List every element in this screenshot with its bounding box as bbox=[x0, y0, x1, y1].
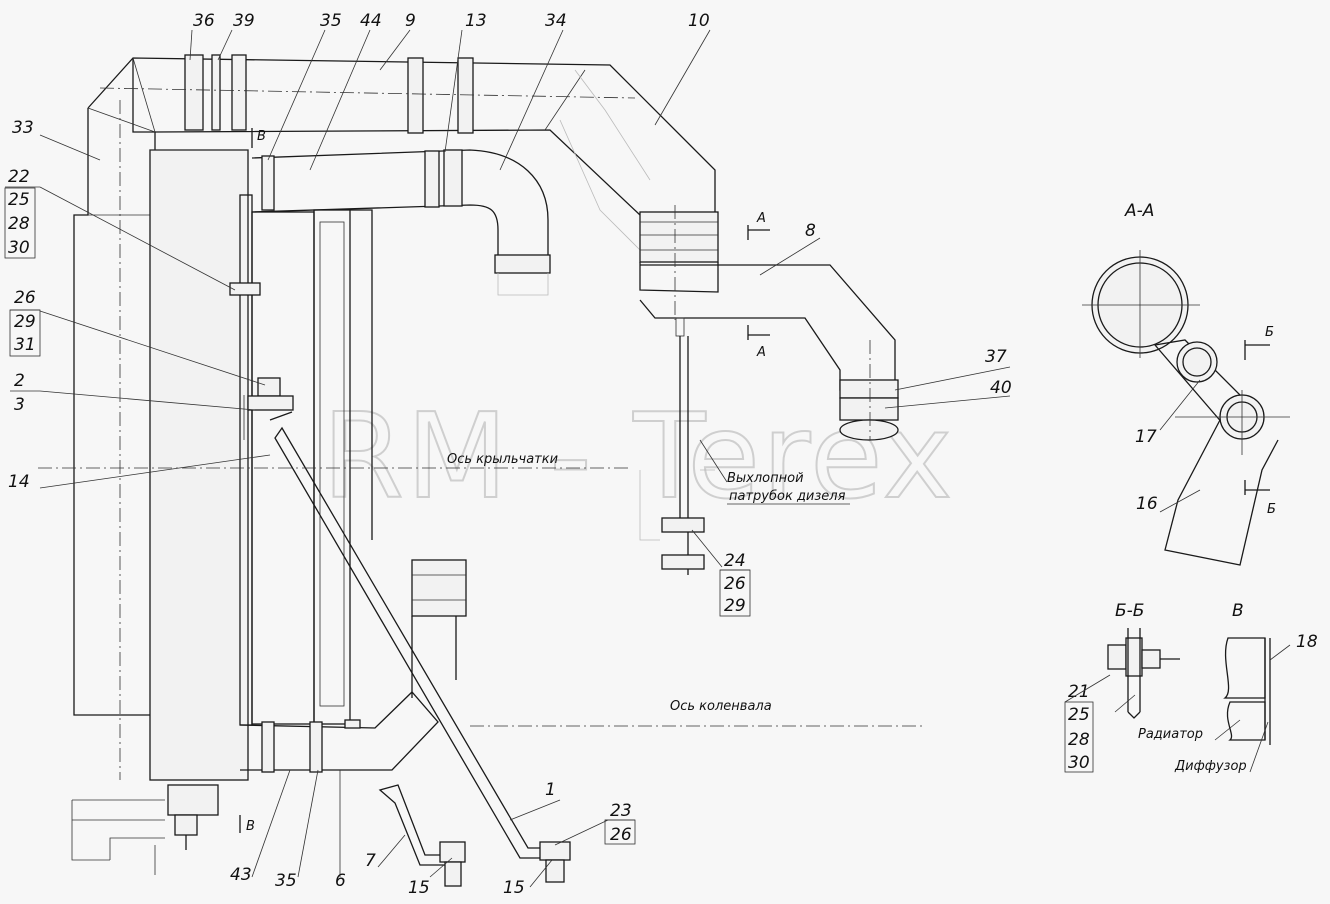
exhaust-note: Выхлопной патрубок дизеля bbox=[699, 439, 850, 505]
fan-axis-label: Ось крыльчатки bbox=[447, 452, 558, 467]
svg-text:Б-Б: Б-Б bbox=[1115, 601, 1144, 621]
svg-text:22: 22 bbox=[8, 167, 30, 187]
callout-9: 9 bbox=[405, 11, 416, 31]
callout-39: 39 bbox=[233, 11, 255, 31]
svg-text:26: 26 bbox=[14, 288, 36, 308]
svg-text:24: 24 bbox=[724, 551, 746, 571]
callout-35-lower: 35 bbox=[275, 871, 297, 891]
callout-15-right: 15 bbox=[503, 878, 525, 898]
callout-2: 2 bbox=[14, 371, 25, 391]
svg-text:29: 29 bbox=[14, 312, 36, 332]
svg-text:А-А: А-А bbox=[1124, 201, 1154, 221]
view-mark-v-top: В bbox=[251, 128, 266, 148]
svg-text:29: 29 bbox=[724, 596, 746, 616]
svg-text:31: 31 bbox=[14, 335, 36, 355]
svg-text:21: 21 bbox=[1068, 682, 1090, 702]
callout-6: 6 bbox=[335, 871, 346, 891]
stack-24: 24 26 29 bbox=[719, 551, 751, 617]
svg-text:30: 30 bbox=[1068, 753, 1090, 773]
callout-10: 10 bbox=[688, 11, 710, 31]
callout-17: 17 bbox=[1135, 427, 1157, 447]
upper-pipe bbox=[87, 54, 719, 293]
callout-labels: 36 39 35 44 9 13 34 10 33 8 37 40 2 3 14… bbox=[8, 11, 1012, 898]
middle-pipe bbox=[251, 149, 551, 296]
stack-26: 26 29 31 bbox=[9, 288, 41, 357]
callout-16: 16 bbox=[1136, 494, 1158, 514]
svg-text:Б: Б bbox=[1265, 325, 1274, 340]
stack-23: 23 26 bbox=[604, 801, 636, 845]
callout-44: 44 bbox=[360, 11, 382, 31]
svg-text:А: А bbox=[756, 345, 766, 360]
radiator-label: Радиатор bbox=[1138, 727, 1203, 742]
svg-text:В: В bbox=[257, 129, 266, 144]
callout-36: 36 bbox=[193, 11, 215, 31]
svg-text:В: В bbox=[1232, 601, 1244, 621]
callout-37: 37 bbox=[985, 347, 1007, 367]
diffuser-label: Диффузор bbox=[1174, 759, 1247, 774]
svg-text:28: 28 bbox=[8, 214, 30, 234]
callout-18: 18 bbox=[1296, 632, 1318, 652]
svg-text:А: А bbox=[756, 211, 766, 226]
svg-text:28: 28 bbox=[1068, 730, 1090, 750]
svg-text:25: 25 bbox=[1068, 705, 1090, 725]
svg-text:Выхлопной: Выхлопной bbox=[727, 471, 804, 486]
callout-15-left: 15 bbox=[408, 878, 430, 898]
callout-3: 3 bbox=[14, 395, 25, 415]
svg-text:30: 30 bbox=[8, 238, 30, 258]
section-b-b: Б-Б 21 25 28 30 bbox=[1064, 601, 1180, 773]
callout-1: 1 bbox=[545, 780, 556, 800]
view-v: В 18 Радиатор Диффузор bbox=[1138, 601, 1318, 774]
section-mark-a: А А bbox=[747, 211, 770, 360]
lower-pipe bbox=[239, 559, 467, 773]
svg-text:25: 25 bbox=[8, 190, 30, 210]
svg-text:23: 23 bbox=[610, 801, 632, 821]
svg-text:Б: Б bbox=[1267, 502, 1276, 517]
svg-text:26: 26 bbox=[724, 574, 746, 594]
view-mark-v-bottom: В bbox=[239, 815, 255, 834]
exhaust-pipe bbox=[639, 264, 899, 575]
callout-34: 34 bbox=[545, 11, 567, 31]
crankshaft-axis-label: Ось коленвала bbox=[670, 699, 772, 714]
section-a-a: А-А Б Б 17 16 bbox=[1082, 201, 1290, 566]
callout-7: 7 bbox=[365, 851, 376, 871]
callout-33: 33 bbox=[12, 118, 34, 138]
callout-13: 13 bbox=[465, 11, 487, 31]
svg-text:26: 26 bbox=[610, 825, 632, 845]
svg-text:патрубок дизеля: патрубок дизеля bbox=[729, 489, 846, 504]
callout-43: 43 bbox=[230, 865, 252, 885]
stack-22: 22 25 28 30 bbox=[4, 167, 40, 259]
centerlines bbox=[38, 87, 925, 780]
callout-14: 14 bbox=[8, 472, 30, 492]
callout-35: 35 bbox=[320, 11, 342, 31]
strut bbox=[269, 411, 571, 887]
callout-40: 40 bbox=[990, 378, 1012, 398]
svg-text:В: В bbox=[246, 819, 255, 834]
callout-leaders bbox=[39, 29, 1011, 888]
callout-8: 8 bbox=[805, 221, 816, 241]
